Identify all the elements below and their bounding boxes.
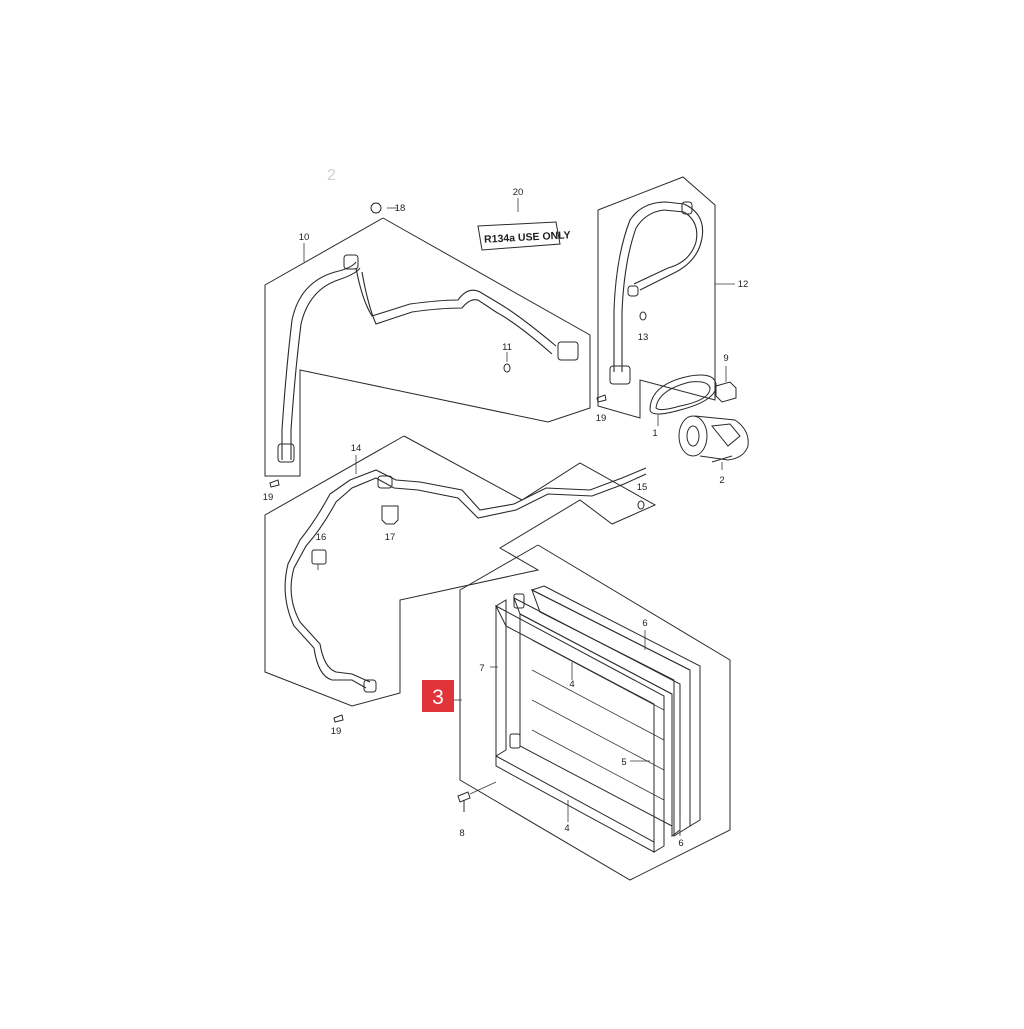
callout-4a: 4 (569, 679, 574, 690)
clip-17-part (381, 505, 399, 525)
group-outline-discharge-hose (597, 176, 716, 419)
group-outline-condenser (459, 544, 731, 881)
bolt-2-part (711, 455, 733, 463)
hose-10-line-b (290, 267, 361, 460)
connector-9-part (715, 381, 737, 403)
suction-hose-group (264, 202, 591, 488)
hose-12-top-fitting (681, 201, 693, 215)
group-outline-liquid-pipe (264, 435, 657, 707)
hose-12-bottom-fitting (609, 365, 631, 385)
belt-1-outer (649, 374, 717, 415)
pipe-18-line-b (361, 271, 553, 355)
sticker-20: R134a USE ONLY (477, 198, 571, 251)
compressor-head (711, 423, 741, 447)
oring-13-part (639, 311, 647, 321)
condenser-inlet-fitting (513, 593, 525, 609)
callout-2: 2 (719, 475, 724, 486)
hose-12-mid-fitting (627, 285, 639, 297)
callout-9: 9 (723, 353, 728, 364)
callout-17: 17 (385, 532, 396, 543)
seal-4-bottom-frame (495, 755, 655, 853)
discharge-hose-group (596, 176, 735, 419)
pipe-14-line-b (290, 473, 647, 683)
bolt-8-head (457, 791, 471, 803)
callout-6a: 6 (642, 618, 647, 629)
callout-12: 12 (738, 279, 749, 290)
condenser-fin-3 (531, 699, 665, 771)
bolt-19-b-part (596, 394, 607, 403)
callout-19b: 19 (596, 413, 607, 424)
condenser-5-top-tank (513, 596, 681, 837)
callout-1: 1 (652, 428, 657, 439)
hose-10-fitting (277, 443, 295, 463)
condenser-fin-4 (531, 729, 665, 801)
callout-13: 13 (638, 332, 649, 343)
clip-18-part (370, 202, 382, 214)
hose-12-loop-a (639, 203, 704, 291)
switch-16-part (311, 549, 327, 565)
compressor-group (649, 366, 749, 470)
seal-6-rear-edge (530, 585, 701, 827)
oring-11-part (503, 363, 511, 373)
callout-4b: 4 (564, 823, 569, 834)
callout-14: 14 (351, 443, 362, 454)
callout-19a: 19 (263, 492, 274, 503)
condenser-fin-2 (531, 669, 665, 741)
belt-1-inner (655, 381, 711, 411)
pipe-14-joint (377, 475, 393, 489)
condenser-group (457, 544, 731, 881)
compressor-hub (686, 425, 700, 447)
group-outline-suction-hose (264, 217, 591, 477)
sticker-outline (477, 221, 561, 251)
pipe-14-line-a (284, 467, 647, 689)
callout-20: 20 (513, 187, 524, 198)
compressor-pulley (678, 415, 708, 457)
callout-11: 11 (502, 342, 512, 353)
callout-6b: 6 (678, 838, 683, 849)
oring-15-part (637, 500, 645, 510)
bolt-19-c-part (333, 714, 344, 723)
callout-18: 18 (395, 203, 406, 214)
hose-12-line-a (613, 201, 685, 372)
hose-12-line-b (621, 209, 685, 372)
pipe-18-end-fitting (557, 341, 579, 361)
seal-7-side-strip (495, 599, 507, 757)
liquid-pipe-group (264, 435, 657, 723)
callout-16: 16 (316, 532, 327, 543)
condenser-outlet-fitting (509, 733, 521, 749)
pipe-18-line-a (355, 267, 557, 347)
sticker-text: R134a USE ONLY (484, 229, 571, 246)
callout-7: 7 (479, 663, 484, 674)
seal-4-top-frame (494, 604, 665, 853)
callout-19c: 19 (331, 726, 342, 737)
leader-8 (469, 781, 497, 795)
compressor-body (694, 415, 749, 461)
highlight-badge-label: 3 (432, 686, 444, 709)
hose-12-loop-b (633, 211, 698, 285)
callout-15: 15 (637, 482, 648, 493)
bolt-19-a-part (269, 479, 280, 488)
hose-10-top-fitting (343, 254, 359, 270)
callout-10: 10 (299, 232, 310, 243)
faint-page-mark: 2 (327, 167, 336, 184)
callout-8: 8 (459, 828, 464, 839)
callout-5: 5 (621, 757, 626, 768)
pipe-14-end-fitting (363, 679, 377, 693)
highlight-badge (422, 680, 454, 712)
